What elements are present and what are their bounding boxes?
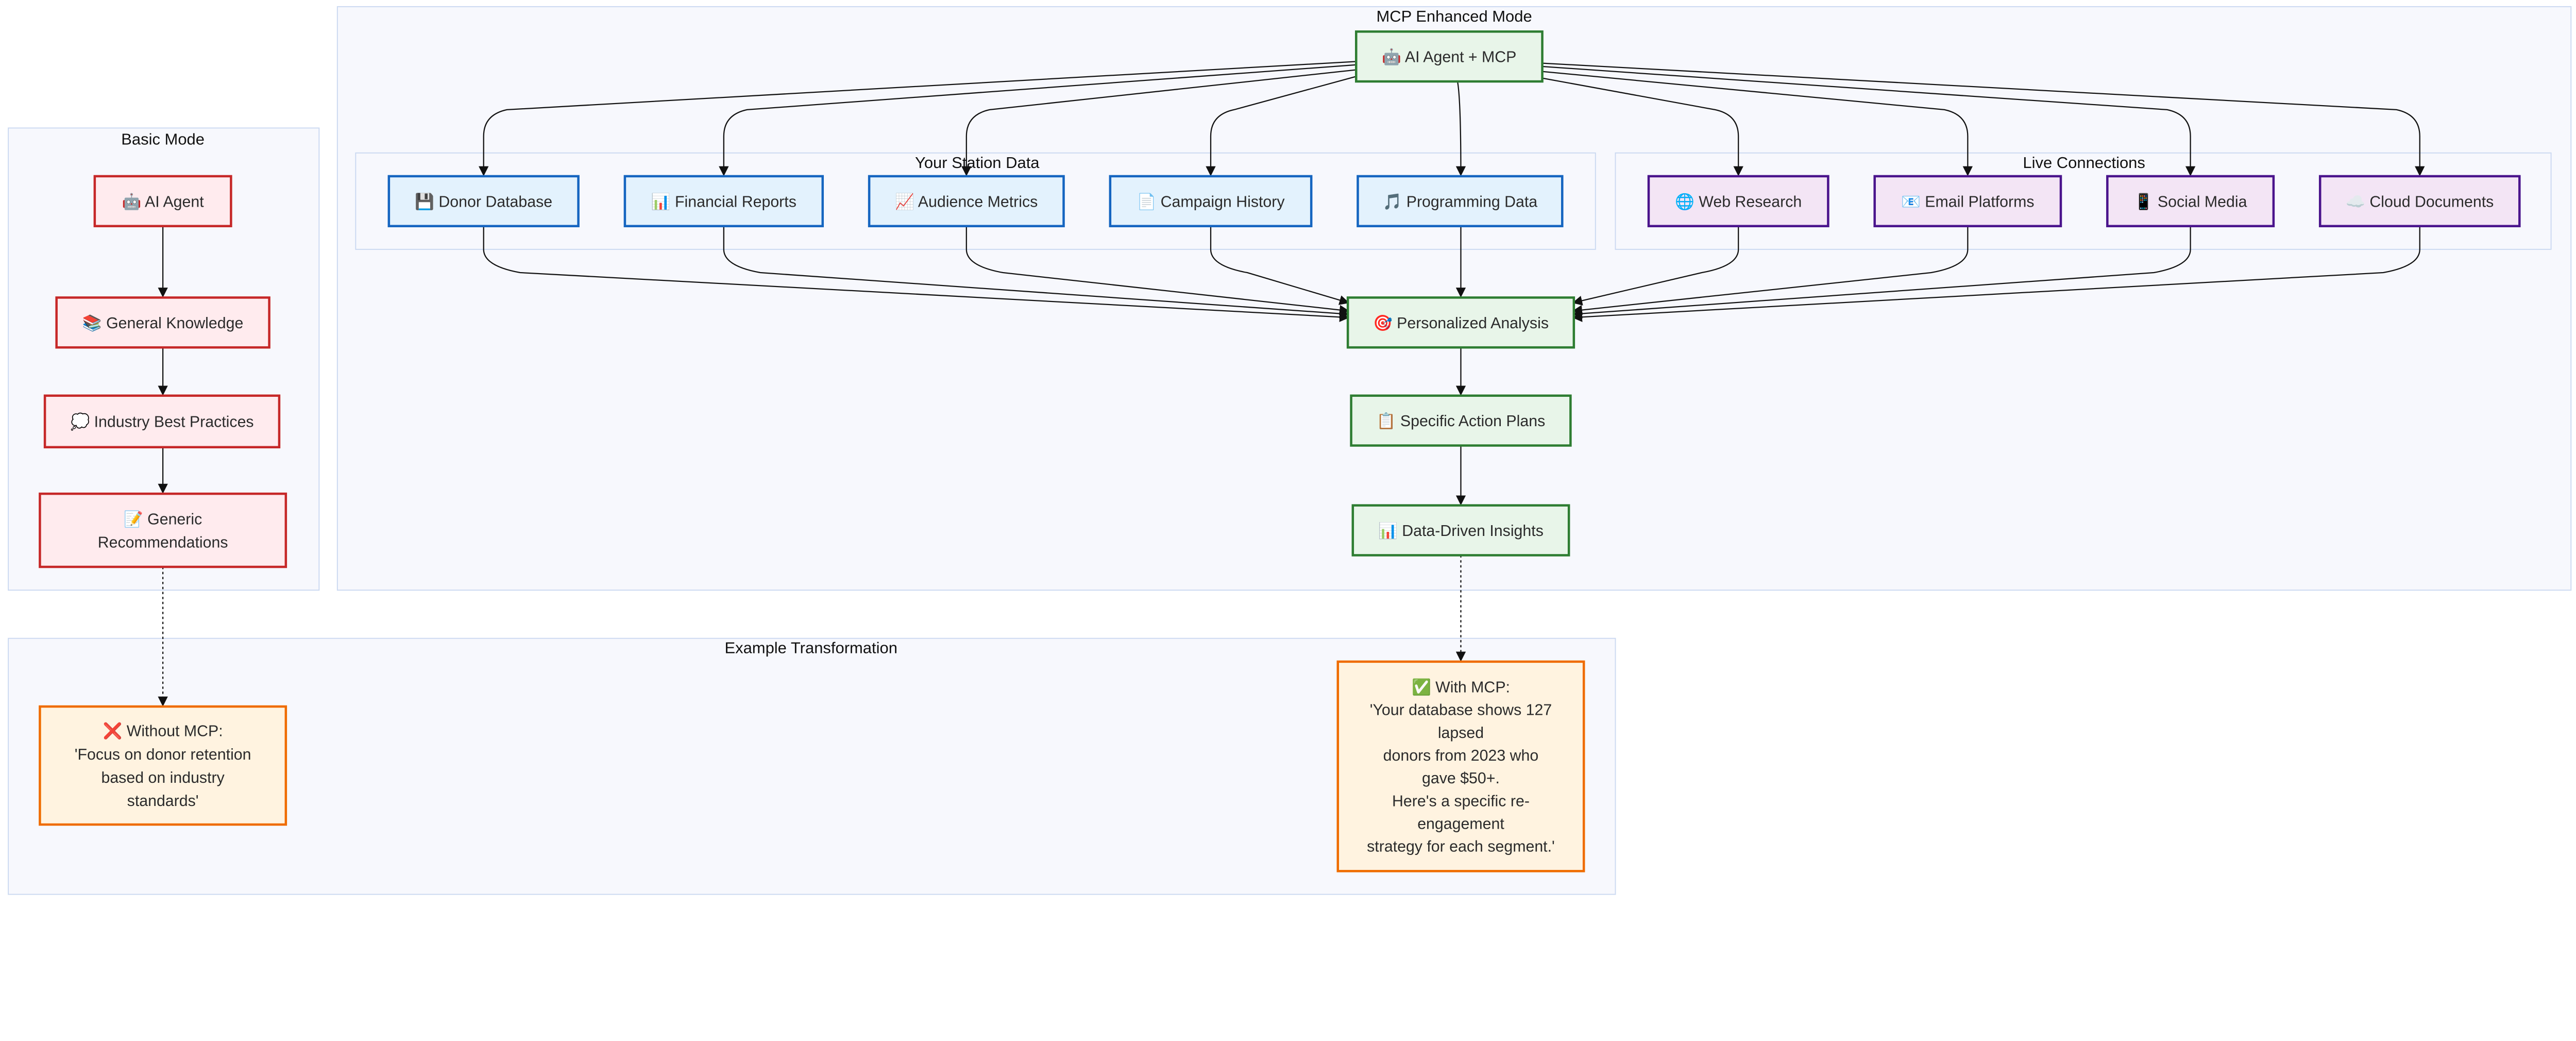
node-label: 📄 Campaign History xyxy=(1137,192,1285,210)
node-label-line: gave $50+. xyxy=(1422,770,1500,787)
node-ai-agent-mcp[interactable]: 🤖 AI Agent + MCP xyxy=(1354,30,1544,83)
edge-financial-reports-to-personalized-analysis xyxy=(723,226,1350,319)
edge-cloud-documents-to-personalized-analysis xyxy=(1572,226,2420,322)
edge-audience-metrics-to-personalized-analysis xyxy=(965,226,1350,315)
node-box xyxy=(1647,175,1829,227)
node-label: 📝 Generic xyxy=(124,510,202,528)
node-label: 📚 General Knowledge xyxy=(82,314,243,332)
node-box xyxy=(1354,30,1544,83)
edge-ai-agent-mcp-to-web-research xyxy=(1542,77,1743,176)
node-label: ☁️ Cloud Documents xyxy=(2346,193,2494,210)
node-general-knowledge[interactable]: 📚 General Knowledge xyxy=(55,296,270,349)
node-box xyxy=(39,492,287,568)
node-label: 📊 Financial Reports xyxy=(651,192,796,210)
node-box xyxy=(1346,296,1575,349)
node-label-line: 'Your database shows 127 xyxy=(1370,702,1552,719)
node-box xyxy=(43,394,281,448)
node-label-line: donors from 2023 who xyxy=(1383,747,1539,764)
flowchart-diagram: Basic Mode MCP Enhanced Mode Your Statio… xyxy=(8,6,2572,895)
node-social-media[interactable]: 📱 Social Media xyxy=(2106,175,2275,227)
node-box xyxy=(1351,504,1570,557)
node-box xyxy=(39,705,287,826)
node-programming-data[interactable]: 🎵 Programming Data xyxy=(1357,175,1564,227)
node-data-driven-insights[interactable]: 📊 Data-Driven Insights xyxy=(1351,504,1570,557)
node-label-line: based on industry xyxy=(101,769,225,786)
node-label: 🤖 AI Agent xyxy=(122,192,205,210)
node-campaign-history[interactable]: 📄 Campaign History xyxy=(1109,175,1313,227)
edge-ai-agent-mcp-to-programming-data xyxy=(1455,81,1466,176)
edge-social-media-to-personalized-analysis xyxy=(1572,226,2191,319)
node-box xyxy=(2106,175,2275,227)
node-financial-reports[interactable]: 📊 Financial Reports xyxy=(623,175,824,227)
node-label: 🌐 Web Research xyxy=(1675,192,1802,210)
node-label: 📊 Data-Driven Insights xyxy=(1378,522,1544,540)
edge-ai-agent-mcp-to-audience-metrics xyxy=(961,69,1357,176)
edge-ai-agent-mcp-to-social-media xyxy=(1542,65,2196,176)
node-box xyxy=(1357,175,1564,227)
node-label: 🎯 Personalized Analysis xyxy=(1373,314,1549,332)
cluster-title: Example Transformation xyxy=(724,639,897,657)
node-label: 💭 Industry Best Practices xyxy=(70,412,253,431)
node-label-line: lapsed xyxy=(1438,725,1484,742)
node-label: 📈 Audience Metrics xyxy=(895,192,1038,210)
node-cloud-documents[interactable]: ☁️ Cloud Documents xyxy=(2318,175,2521,227)
node-email-platforms[interactable]: 📧 Email Platforms xyxy=(1873,175,2062,227)
node-label: ✅ With MCP: xyxy=(1412,678,1510,696)
node-label: 📱 Social Media xyxy=(2134,192,2247,210)
node-without-mcp[interactable]: ❌ Without MCP: 'Focus on donor retention b… xyxy=(39,705,287,826)
edge-ai-agent-mcp-to-campaign-history xyxy=(1206,76,1357,176)
node-box xyxy=(387,175,580,227)
node-industry-best-practices[interactable]: 💭 Industry Best Practices xyxy=(43,394,281,448)
node-label-line: 'Focus on donor retention xyxy=(75,746,251,763)
node-web-research[interactable]: 🌐 Web Research xyxy=(1647,175,1829,227)
node-label: 📋 Specific Action Plans xyxy=(1377,412,1546,430)
cluster-title: MCP Enhanced Mode xyxy=(1376,7,1532,25)
edge-ai-agent-mcp-to-email-platforms xyxy=(1542,71,1973,176)
edge-email-platforms-to-personalized-analysis xyxy=(1572,226,1969,315)
node-specific-action-plans[interactable]: 📋 Specific Action Plans xyxy=(1350,394,1572,447)
edge-ai-agent-mcp-to-cloud-documents xyxy=(1542,62,2425,176)
node-with-mcp[interactable]: ✅ With MCP: 'Your database shows 127 lapse… xyxy=(1336,660,1585,872)
node-box xyxy=(1350,394,1572,447)
node-audience-metrics[interactable]: 📈 Audience Metrics xyxy=(868,175,1065,227)
node-label: 🎵 Programming Data xyxy=(1383,193,1538,210)
node-label-line: Here's a specific re- xyxy=(1392,793,1530,810)
node-label: ❌ Without MCP: xyxy=(103,722,223,741)
node-box xyxy=(55,296,270,349)
node-label-line: engagement xyxy=(1417,816,1504,833)
node-label-line: Recommendations xyxy=(98,534,228,551)
edge-ai-agent-mcp-to-financial-reports xyxy=(719,64,1357,176)
edge-web-research-to-personalized-analysis xyxy=(1572,226,1739,306)
node-label: 💾 Donor Database xyxy=(415,192,552,210)
cluster-title: Your Station Data xyxy=(915,154,1040,172)
node-personalized-analysis[interactable]: 🎯 Personalized Analysis xyxy=(1346,296,1575,349)
node-label-line: strategy for each segment.' xyxy=(1367,838,1555,855)
node-label-line: standards' xyxy=(127,793,199,810)
node-box xyxy=(1873,175,2062,227)
node-label: 📧 Email Platforms xyxy=(1901,193,2034,210)
node-box xyxy=(1109,175,1313,227)
node-donor-database[interactable]: 💾 Donor Database xyxy=(387,175,580,227)
edge-campaign-history-to-personalized-analysis xyxy=(1210,226,1350,305)
node-label: 🤖 AI Agent + MCP xyxy=(1382,48,1516,66)
node-box xyxy=(868,175,1065,227)
node-ai-agent[interactable]: 🤖 AI Agent xyxy=(93,175,232,227)
node-box xyxy=(623,175,824,227)
cluster-title: Basic Mode xyxy=(121,130,205,148)
edge-ai-agent-mcp-to-donor-database xyxy=(479,61,1357,176)
edge-donor-database-to-personalized-analysis xyxy=(483,226,1350,322)
node-box xyxy=(1336,660,1585,872)
cluster-title: Live Connections xyxy=(2023,154,2145,172)
node-box xyxy=(93,175,232,227)
node-box xyxy=(2318,175,2521,227)
